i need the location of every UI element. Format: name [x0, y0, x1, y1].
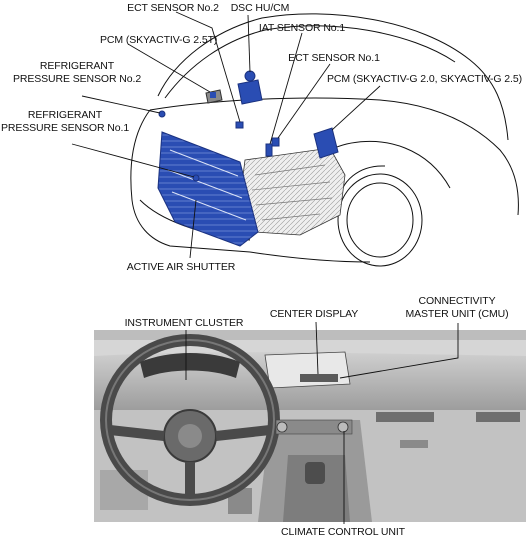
- front-wheel: [337, 165, 423, 267]
- label-center-display: CENTER DISPLAY: [269, 308, 359, 320]
- ect-sensor-2-unit: [235, 121, 244, 129]
- leader-pcm-25t: [127, 43, 211, 93]
- leader-refrigerant-2: [81, 95, 161, 114]
- active-air-shutter-component: [157, 131, 259, 247]
- instrument-cluster-component: [140, 353, 240, 378]
- iat-sensor-1-unit: [265, 143, 273, 157]
- pcm-25t-unit: [205, 89, 223, 104]
- label-climate-control-unit: CLIMATE CONTROL UNIT: [280, 526, 406, 538]
- label-refrigerant-2-line2: PRESSURE SENSOR No.2: [12, 73, 142, 85]
- dsc-hu-cm-unit: [237, 70, 263, 105]
- leader-refrigerant-1: [71, 143, 195, 178]
- label-pcm-25t: PCM (SKYACTIV-G 2.5T): [100, 34, 218, 46]
- car-body-outline: [130, 13, 519, 263]
- leader-iat-sensor-1: [269, 32, 303, 145]
- leader-lines-top: [71, 11, 381, 259]
- label-refrigerant-1-line1: REFRIGERANT: [27, 109, 103, 121]
- leader-ect-sensor-2: [175, 11, 241, 123]
- leader-center-display: [315, 321, 319, 375]
- leader-lines-bottom: [185, 321, 459, 524]
- refrigerant-pressure-sensor-2-unit: [158, 110, 166, 118]
- ect-sensor-1-unit: [271, 137, 280, 147]
- label-connectivity-master-unit: CONNECTIVITY MASTER UNIT (CMU): [405, 295, 508, 321]
- label-refrigerant-pressure-sensor-2: REFRIGERANT PRESSURE SENSOR No.2: [13, 60, 141, 86]
- label-pcm-20-25: PCM (SKYACTIV-G 2.0, SKYACTIV-G 2.5): [327, 73, 522, 85]
- refrigerant-pressure-sensor-1-unit: [192, 174, 200, 182]
- label-ect-sensor-1: ECT SENSOR No.1: [288, 52, 380, 64]
- label-refrigerant-2-line1: REFRIGERANT: [39, 60, 115, 72]
- label-ect-sensor-2: ECT SENSOR No.2: [127, 2, 219, 14]
- label-cmu-line2: MASTER UNIT (CMU): [405, 308, 509, 320]
- steering-wheel: [100, 334, 280, 506]
- leader-active-air-shutter: [189, 199, 197, 259]
- label-cmu-line1: CONNECTIVITY: [418, 295, 496, 307]
- center-display-component: [264, 351, 351, 389]
- leader-dsc-hu-cm: [247, 14, 251, 73]
- label-refrigerant-1-line2: PRESSURE SENSOR No.1: [0, 122, 130, 134]
- label-instrument-cluster: INSTRUMENT CLUSTER: [124, 317, 244, 329]
- leader-cmu: [339, 323, 459, 379]
- label-refrigerant-pressure-sensor-1: REFRIGERANT PRESSURE SENSOR No.1: [1, 109, 129, 135]
- label-dsc-hu-cm: DSC HU/CM: [230, 2, 290, 14]
- leader-ect-sensor-1: [277, 63, 331, 139]
- label-iat-sensor-1: IAT SENSOR No.1: [258, 22, 346, 34]
- pcm-20-25-unit: [313, 127, 339, 159]
- climate-control-unit-component: [275, 419, 353, 435]
- leader-pcm-20-25: [331, 85, 381, 131]
- label-active-air-shutter: ACTIVE AIR SHUTTER: [126, 261, 236, 273]
